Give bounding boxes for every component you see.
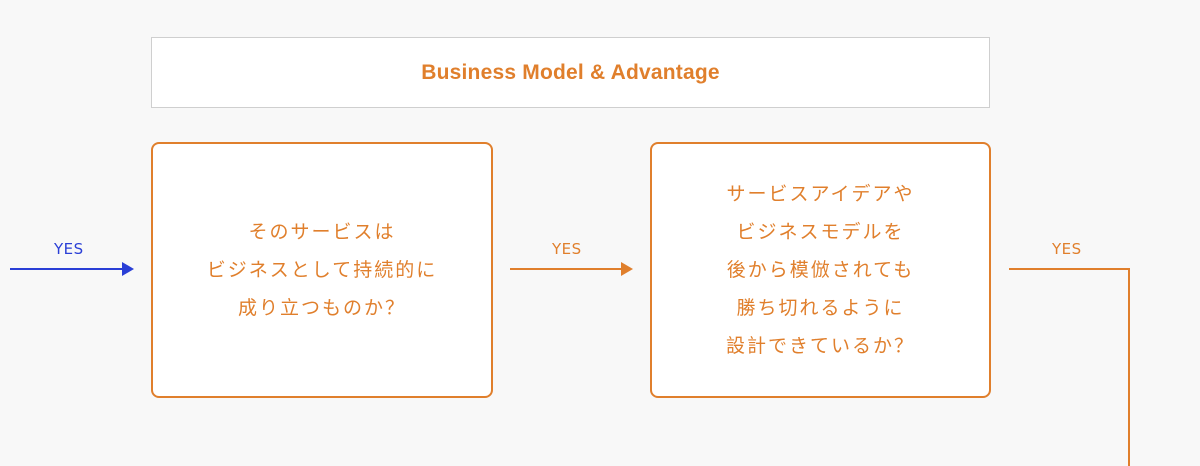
question-box-sustainability: そのサービスは ビジネスとして持続的に 成り立つものか？ — [151, 142, 493, 398]
question-box-defensibility: サービスアイデアや ビジネスモデルを 後から模倣されても 勝ち切れるように 設計… — [650, 142, 991, 398]
question-line: 後から模倣されても — [726, 259, 915, 281]
section-header: Business Model & Advantage — [151, 37, 990, 108]
between-yes-label: YES — [552, 240, 582, 258]
incoming-arrow — [10, 262, 134, 276]
outgoing-connector — [1009, 268, 1130, 466]
question-text: そのサービスは ビジネスとして持続的に 成り立つものか？ — [207, 213, 437, 327]
section-title: Business Model & Advantage — [421, 60, 720, 84]
question-text: サービスアイデアや ビジネスモデルを 後から模倣されても 勝ち切れるように 設計… — [726, 175, 915, 365]
outgoing-yes-label: YES — [1052, 240, 1082, 258]
question-line: 勝ち切れるように — [736, 297, 905, 319]
question-line: 成り立つものか？ — [237, 297, 406, 319]
between-arrow — [510, 262, 633, 276]
question-line: 設計できているか？ — [725, 335, 915, 357]
question-line: ビジネスとして持続的に — [206, 259, 438, 281]
question-line: ビジネスモデルを — [736, 221, 905, 243]
incoming-yes-label: YES — [54, 240, 84, 258]
question-line: そのサービスは — [248, 221, 396, 243]
question-line: サービスアイデアや — [726, 183, 915, 205]
